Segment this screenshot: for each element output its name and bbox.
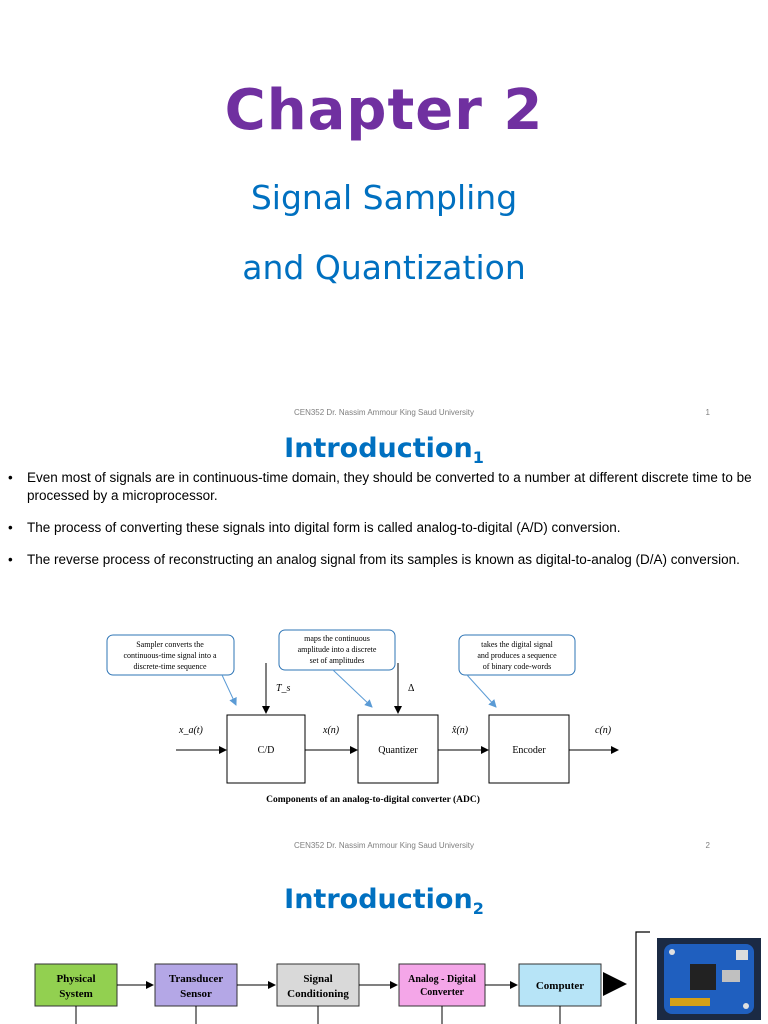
chapter-title: Chapter 2: [224, 78, 544, 143]
callout-sampler: Sampler converts the continuous-time sig…: [106, 634, 235, 676]
page-number: 1: [705, 408, 710, 417]
block-line-1: Transducer: [169, 973, 223, 985]
output-label: c(n): [595, 725, 612, 736]
diagram-caption: Components of an analog-to-digital conve…: [266, 794, 480, 805]
block-quantizer-label: Quantizer: [378, 745, 418, 756]
slide-1: Chapter 2 Signal Sampling and Quantizati…: [0, 0, 768, 425]
callout-encoder-line: takes the digital signal: [481, 640, 554, 649]
slide-3: Introduction2 Physical System Transducer…: [0, 860, 768, 1024]
block-line-1: Analog - Digital: [408, 974, 476, 985]
xhat-label: x̂(n): [451, 725, 469, 736]
block-line-1: Signal: [303, 973, 332, 985]
bullet-item: • Even most of signals are in continuous-…: [8, 469, 753, 505]
bullet-item: • The process of converting these signals…: [8, 519, 753, 537]
slide-title-text: Introduction: [284, 884, 473, 915]
page-number: 2: [705, 841, 710, 850]
block-encoder-label: Encoder: [512, 745, 546, 756]
slide-footer: CEN352 Dr. Nassim Ammour King Saud Unive…: [293, 841, 475, 850]
bullet-text: The reverse process of reconstructing an…: [27, 552, 740, 567]
callout-quantizer-line: maps the continuous: [304, 634, 370, 643]
slide-title-text: Introduction: [284, 433, 473, 464]
subtitle-line-2: and Quantization: [242, 248, 526, 287]
block-line-1: Physical: [56, 973, 95, 985]
system-chain-diagram: Physical System Transducer Sensor Signal…: [34, 931, 761, 1024]
slide-title-subscript: 1: [472, 448, 484, 467]
callout-sampler-line: discrete-time sequence: [133, 662, 207, 671]
callout-encoder-line: of binary code-words: [483, 662, 551, 671]
callout-sampler-line: continuous-time signal into a: [123, 651, 217, 660]
callout-sampler-arrow: [221, 674, 237, 706]
block-cd-label: C/D: [258, 745, 275, 756]
bullet-symbol: •: [8, 552, 13, 567]
callout-quantizer: maps the continuous amplitude into a dis…: [278, 629, 396, 671]
slide-2: Introduction1 • Even most of signals are …: [0, 425, 768, 860]
callout-sampler-line: Sampler converts the: [136, 640, 204, 649]
subtitle-line-1: Signal Sampling: [250, 178, 518, 217]
block-line-1: Computer: [536, 980, 584, 992]
callout-encoder-arrow: [466, 674, 497, 708]
slide-footer: CEN352 Dr. Nassim Ammour King Saud Unive…: [293, 408, 475, 417]
callout-quantizer-line: set of amplitudes: [310, 656, 365, 665]
block-adc: Analog - Digital Converter: [398, 963, 486, 1007]
ts-label: T_s: [276, 683, 291, 694]
bullet-symbol: •: [8, 470, 13, 485]
microcontroller-board-image: [657, 938, 761, 1020]
callout-encoder-line: and produces a sequence: [477, 651, 557, 660]
block-line-2: Converter: [420, 987, 464, 998]
bullet-text: The process of converting these signals …: [27, 520, 621, 535]
block-signal-conditioning: Signal Conditioning: [276, 963, 360, 1007]
delta-label: Δ: [408, 683, 415, 694]
block-transducer-sensor: Transducer Sensor: [154, 963, 238, 1007]
block-physical-system: Physical System: [34, 963, 118, 1007]
xn-label: x(n): [322, 725, 340, 736]
callout-encoder: takes the digital signal and produces a …: [458, 634, 576, 676]
block-line-2: Sensor: [180, 988, 212, 1000]
bullet-text: Even most of signals are in continuous-t…: [27, 470, 752, 503]
bullet-list: • Even most of signals are in continuous-…: [8, 469, 753, 583]
input-label: x_a(t): [178, 725, 204, 736]
slide-title: Introduction2: [0, 884, 768, 918]
block-line-2: System: [59, 988, 93, 1000]
callout-quantizer-line: amplitude into a discrete: [298, 645, 377, 654]
bullet-item: • The reverse process of reconstructing a…: [8, 551, 753, 569]
slide-title: Introduction1: [0, 433, 768, 467]
slide-title-subscript: 2: [472, 899, 484, 918]
block-line-2: Conditioning: [287, 988, 349, 1000]
block-cd: [226, 714, 306, 784]
adc-diagram: Sampler converts the continuous-time sig…: [106, 629, 619, 805]
block-encoder: [488, 714, 570, 784]
block-quantizer: [357, 714, 439, 784]
block-computer: Computer: [518, 963, 602, 1007]
callout-quantizer-arrow: [332, 669, 373, 708]
bullet-symbol: •: [8, 520, 13, 535]
